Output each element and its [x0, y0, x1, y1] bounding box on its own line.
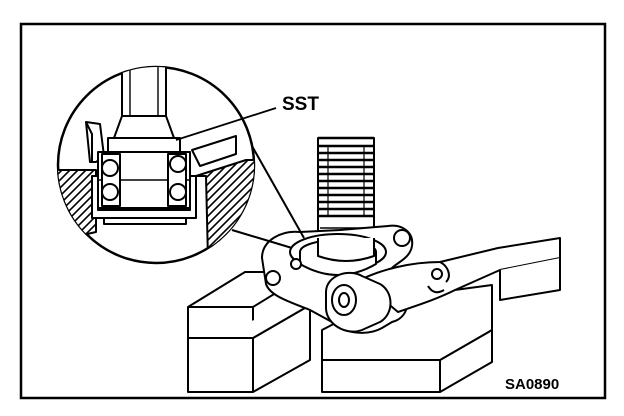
figure-frame — [19, 22, 607, 400]
sst-callout-leader — [175, 107, 277, 141]
press-scene — [187, 136, 561, 393]
inset-leader-lower — [231, 229, 293, 249]
bearing-ball — [101, 159, 119, 177]
figure-code: SA0890 — [505, 376, 559, 393]
bearing-ball — [101, 183, 119, 201]
bearing-seat — [91, 175, 197, 219]
bearing-ball — [169, 183, 187, 201]
right-press-block — [321, 284, 493, 393]
bearing-ball — [169, 155, 187, 173]
arm-bushing — [325, 271, 392, 333]
detail-inset — [56, 65, 305, 265]
control-arm — [359, 237, 561, 313]
sst-label: SST — [282, 94, 319, 115]
wheel-bearing — [97, 151, 191, 209]
left-housing-section — [58, 169, 97, 241]
